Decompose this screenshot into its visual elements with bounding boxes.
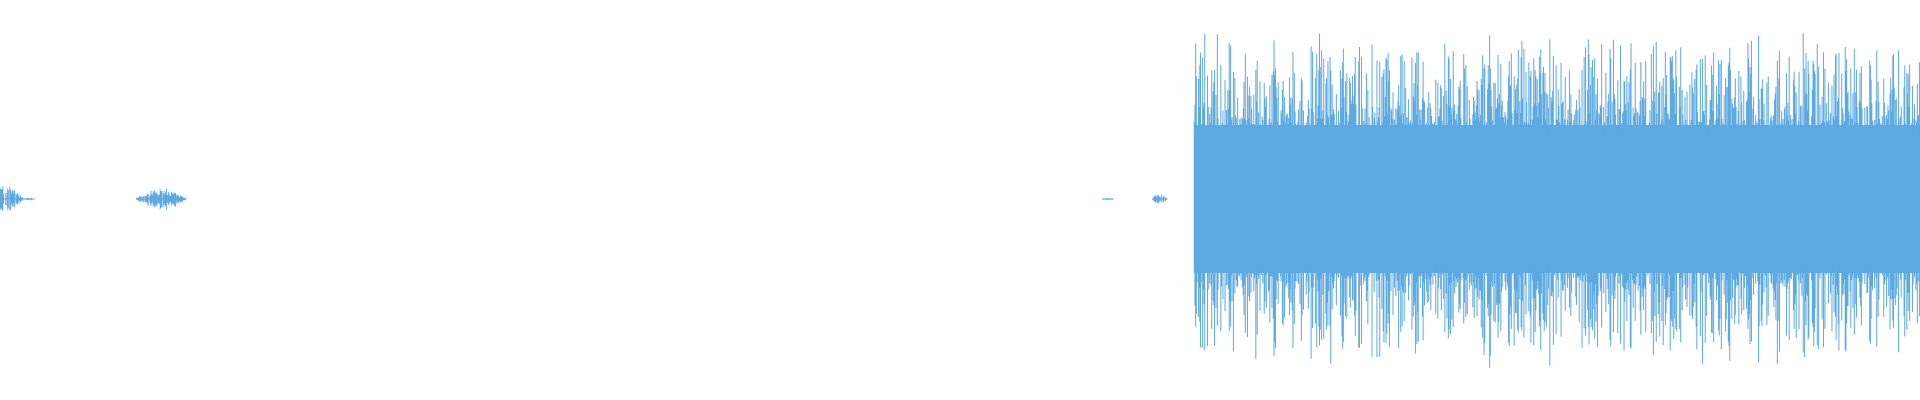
waveform-segments bbox=[0, 33, 1920, 368]
waveform-segment-specks-1 bbox=[1102, 198, 1114, 200]
waveform-trace-main-signal bbox=[1193, 33, 1920, 368]
waveform-segment-main-signal bbox=[1193, 33, 1920, 368]
waveform-segment-burst-2 bbox=[135, 188, 187, 210]
waveform-segment-burst-1 bbox=[0, 186, 24, 211]
waveform-segment-blip-1 bbox=[1152, 194, 1168, 204]
waveform-segment-tail-1 bbox=[22, 197, 35, 201]
